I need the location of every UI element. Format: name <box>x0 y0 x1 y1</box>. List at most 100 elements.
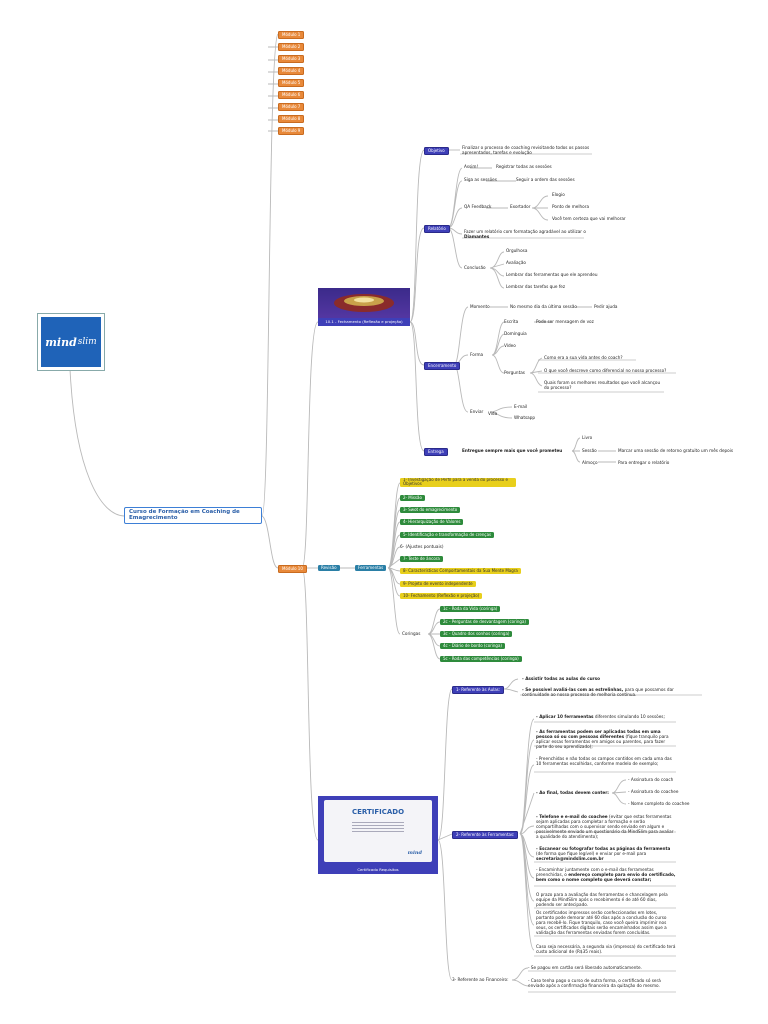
conter-nome-coachee: - Nome completo do coachee <box>628 801 690 806</box>
coringa-1[interactable]: 1c - Roda da Vida (coringa) <box>440 606 501 612</box>
req-financeiro-cartao: - Se pagou em cartão será liberado autom… <box>528 965 642 970</box>
ferramenta-10[interactable]: 10- Fechamento (Reflexão e projeção) <box>400 593 483 599</box>
ferramenta-5[interactable]: 5- Identificação e transformação de cren… <box>400 532 495 538</box>
req-ferramentas-aplicar: - Aplicar 10 ferramentas diferentes simu… <box>536 714 665 719</box>
relatorio-siga: Siga as sessões <box>464 177 497 182</box>
relatorio-formatacao: Fazer um relatório com formatação agradá… <box>464 229 586 239</box>
req-ferramentas-telefone: - Telefone e e-mail do coachee (evitar q… <box>536 814 674 839</box>
encerramento-forma: Forma <box>470 352 484 357</box>
relatorio-assim: Assim! <box>464 164 479 169</box>
enviar-email: E-mail <box>514 404 528 409</box>
enviar-vida: Vida <box>488 411 498 416</box>
ferramenta-1[interactable]: 1- Investigação de Perfil para a venda d… <box>400 478 516 487</box>
coringa-3[interactable]: 3c - Quadro dos sonhos (coringa) <box>440 631 513 637</box>
req-ferramentas-segunda-via: Caso seja necessária, a segunda via (imp… <box>536 944 676 954</box>
certificado-lines <box>352 820 404 836</box>
forma-perguntas: Perguntas <box>504 370 525 375</box>
coringa-4[interactable]: 4c - Diário de bordo (coringa) <box>440 643 505 649</box>
fechamento-image: 10.1 - Fechamento (Reflexão e projeção) <box>318 288 410 326</box>
relatorio-seguir: Seguir a ordem das sessões <box>516 177 575 182</box>
ferramenta-8[interactable]: 8- Características Comportamentais da Su… <box>400 568 521 574</box>
ferramenta-7[interactable]: 7- Teste de âncora <box>400 556 443 562</box>
ferramenta-6: 6- (Ajustes pontuais) <box>400 544 444 549</box>
momento-ajuda: Pedir ajuda <box>594 304 618 309</box>
ferramenta-9[interactable]: 9- Projeto de evento independente <box>400 581 476 587</box>
relatorio-exortador: Exortador <box>510 204 531 209</box>
module-4[interactable]: Módulo 4 <box>278 67 305 75</box>
conclusao-ferramentas: Lembrar das ferramentas que ele aprendeu <box>506 272 598 277</box>
ferramenta-4[interactable]: 4- Hierarquização de Valores <box>400 519 464 525</box>
req-aulas-assistir: - Assistir todas as aulas do curso <box>522 676 600 681</box>
req-aulas-tag[interactable]: 1- Referente às Aulas: <box>452 686 505 694</box>
ferramentas-node[interactable]: Ferramentas <box>355 565 387 571</box>
coringas-label: Coringas <box>402 631 421 636</box>
relatorio-certeza: Você tem certeza que vai melhorar <box>552 216 626 221</box>
req-ferramentas-conter: - Ao final, todas devem conter: <box>536 790 609 795</box>
entrega-sessao: Sessão <box>582 448 597 453</box>
certificado-caption: Certificado Requisitos <box>357 867 399 872</box>
enviar-whatsapp: Whatsapp <box>514 415 536 420</box>
module-9[interactable]: Módulo 9 <box>278 127 305 135</box>
revisao-node[interactable]: Revisão <box>318 565 340 571</box>
encerramento-tag[interactable]: Encerramento <box>424 362 461 370</box>
certificado-image: CERTIFICADO mind Certificado Requisitos <box>318 796 438 874</box>
entrega-text: Entregue sempre mais que você prometeu <box>462 448 563 453</box>
objetivo-text: Finalizar o processo de coaching revisit… <box>462 145 590 155</box>
conclusao-avaliacao: Avaliação <box>506 260 526 265</box>
certificado-brand: mind <box>407 850 422 856</box>
ferramenta-3[interactable]: 3- Swot do emagrecimento <box>400 507 461 513</box>
forma-video: Vídeo <box>504 343 516 348</box>
relatorio-tag[interactable]: Relatório <box>424 225 450 233</box>
relatorio-registrar: Registrar todas as sessões <box>496 164 552 169</box>
req-financeiro-tag[interactable]: 3- Referente ao Financeiro: <box>452 977 509 982</box>
encerramento-enviar: Enviar <box>470 409 484 414</box>
relatorio-melhora: Ponto de melhora <box>552 204 590 209</box>
relatorio-conclusao: Conclusão <box>464 265 486 270</box>
relatorio-qa: QA Feedback <box>464 204 492 209</box>
req-ferramentas-preenchidas: - Preenchidas e não todas os campos cont… <box>536 756 672 766</box>
module-3[interactable]: Módulo 3 <box>278 55 305 63</box>
module-2[interactable]: Módulo 2 <box>278 43 305 51</box>
entrega-sessao-desc: Marcar uma sessão de retorno gratuito um… <box>618 448 734 453</box>
auditorium-graphic <box>334 294 394 312</box>
req-aulas-estrelinhas: - Se possível avaliá-las com as estrelin… <box>522 687 674 697</box>
req-ferramentas-escanear: - Escanear ou fotografar todas as página… <box>536 846 671 861</box>
objetivo-tag[interactable]: Objetivo <box>424 147 449 155</box>
conclusao-orgulhosa: Orgulhosa <box>506 248 528 253</box>
module-6[interactable]: Módulo 6 <box>278 91 305 99</box>
encerramento-momento: Momento <box>470 304 490 309</box>
module-7[interactable]: Módulo 7 <box>278 103 305 111</box>
req-ferramentas-endereco: - Encaminhar juntamente com o e-mail das… <box>536 867 676 882</box>
conter-assinatura-coachee: - Assinatura do coachee <box>628 789 679 794</box>
relatorio-elogio: Elogio <box>552 192 565 197</box>
entrega-almoco: Almoço <box>582 460 598 465</box>
forma-escrita: Escrita <box>504 319 519 324</box>
certificado-paper: CERTIFICADO mind <box>324 800 432 862</box>
pergunta-1: Como era a sua vida antes do coach? <box>544 355 623 360</box>
entrega-tag[interactable]: Entrega <box>424 448 448 456</box>
module-8[interactable]: Módulo 8 <box>278 115 305 123</box>
logo-brand: mind <box>45 335 77 349</box>
req-ferramentas-pessoas: - As ferramentas podem ser aplicadas tod… <box>536 729 669 749</box>
momento-dia: No mesmo dia da última sessão <box>510 304 577 309</box>
coringa-2[interactable]: 2c - Perguntas de desvantagem (coringa) <box>440 619 529 625</box>
conter-assinatura-coach: - Assinatura do coach <box>628 777 674 782</box>
fechamento-caption: 10.1 - Fechamento (Reflexão e projeção) <box>318 318 410 326</box>
certificado-title: CERTIFICADO <box>351 808 405 816</box>
module-10[interactable]: Módulo 10 <box>278 565 307 573</box>
forma-dominguia: Domínguia <box>504 331 527 336</box>
coringa-5[interactable]: 5c - Roda das competências (coringa) <box>440 656 522 662</box>
root-node[interactable]: Curso de Formação em Coaching de Emagrec… <box>124 507 262 524</box>
conclusao-tarefas: Lembrar das tarefas que fez <box>506 284 566 289</box>
module-5[interactable]: Módulo 5 <box>278 79 305 87</box>
logo-brand-suffix: slim <box>77 337 97 347</box>
entrega-livro: Livro <box>582 435 593 440</box>
forma-voz: Pode ser mensagem de voz <box>536 319 594 324</box>
req-ferramentas-tag[interactable]: 2- Referente às Ferramentas: <box>452 831 519 839</box>
pergunta-2: O que você descreve como diferencial no … <box>544 368 667 373</box>
module-1[interactable]: Módulo 1 <box>278 31 305 39</box>
entrega-almoco-desc: Para entregar o relatório <box>618 460 670 465</box>
ferramenta-2[interactable]: 2- Missão <box>400 495 425 501</box>
